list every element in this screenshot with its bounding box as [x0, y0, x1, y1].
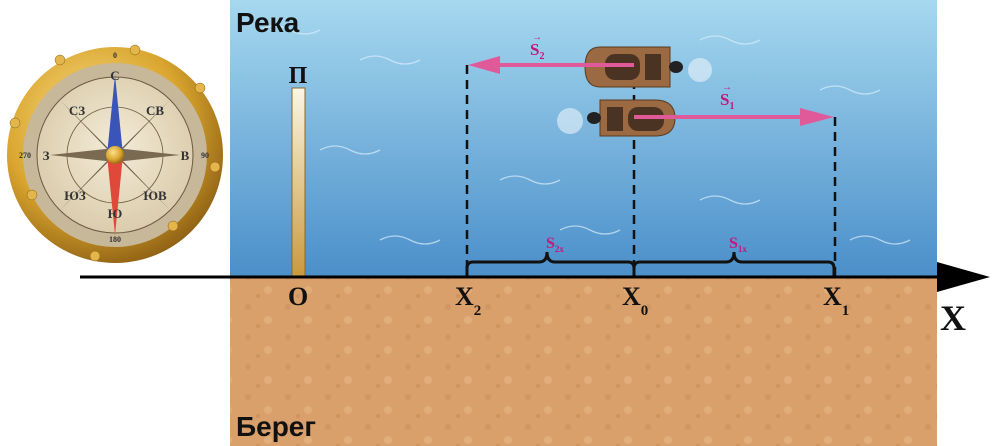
origin-label: O: [288, 282, 308, 311]
compass-sw: ЮЗ: [64, 188, 86, 203]
compass-deg0: 0: [113, 51, 117, 60]
braces: [465, 251, 836, 276]
point-x1-label: X1: [823, 282, 849, 319]
axis-label: X: [940, 298, 966, 338]
compass-deg90: 90: [201, 151, 209, 160]
vector-s2-label: S2: [530, 40, 544, 62]
pole-label: П: [289, 63, 308, 89]
vector-s1-label: S1: [720, 90, 734, 112]
projection-s2x-label: S2x: [546, 235, 564, 254]
compass-deg180: 180: [109, 235, 121, 244]
compass-s: Ю: [108, 206, 123, 221]
compass-nw: СЗ: [69, 103, 85, 118]
compass-n: С: [110, 68, 119, 83]
vector-s1-arrow: →: [722, 82, 732, 93]
compass-w: З: [43, 148, 50, 163]
compass-ne: СВ: [146, 103, 164, 118]
vector-s2: [468, 56, 634, 74]
point-x2-label: X2: [455, 282, 481, 319]
pole: [291, 87, 306, 277]
vector-s1: [634, 108, 834, 126]
compass-deg270: 270: [19, 151, 31, 160]
river-label: Река: [236, 7, 300, 38]
compass-e: В: [181, 148, 190, 163]
point-x0-label: X0: [622, 282, 648, 319]
shore-label: Берег: [236, 411, 316, 442]
compass-se: ЮВ: [143, 188, 167, 203]
x-axis: [80, 262, 990, 292]
projection-s1x-label: S1x: [729, 235, 747, 254]
river-area: [230, 0, 937, 276]
water-waves: [259, 25, 911, 245]
compass-icon: С СВ В ЮВ Ю ЮЗ З СЗ 0 90 180 270: [7, 44, 223, 263]
shore-area: [230, 276, 937, 446]
vector-s2-arrow: →: [532, 32, 542, 43]
